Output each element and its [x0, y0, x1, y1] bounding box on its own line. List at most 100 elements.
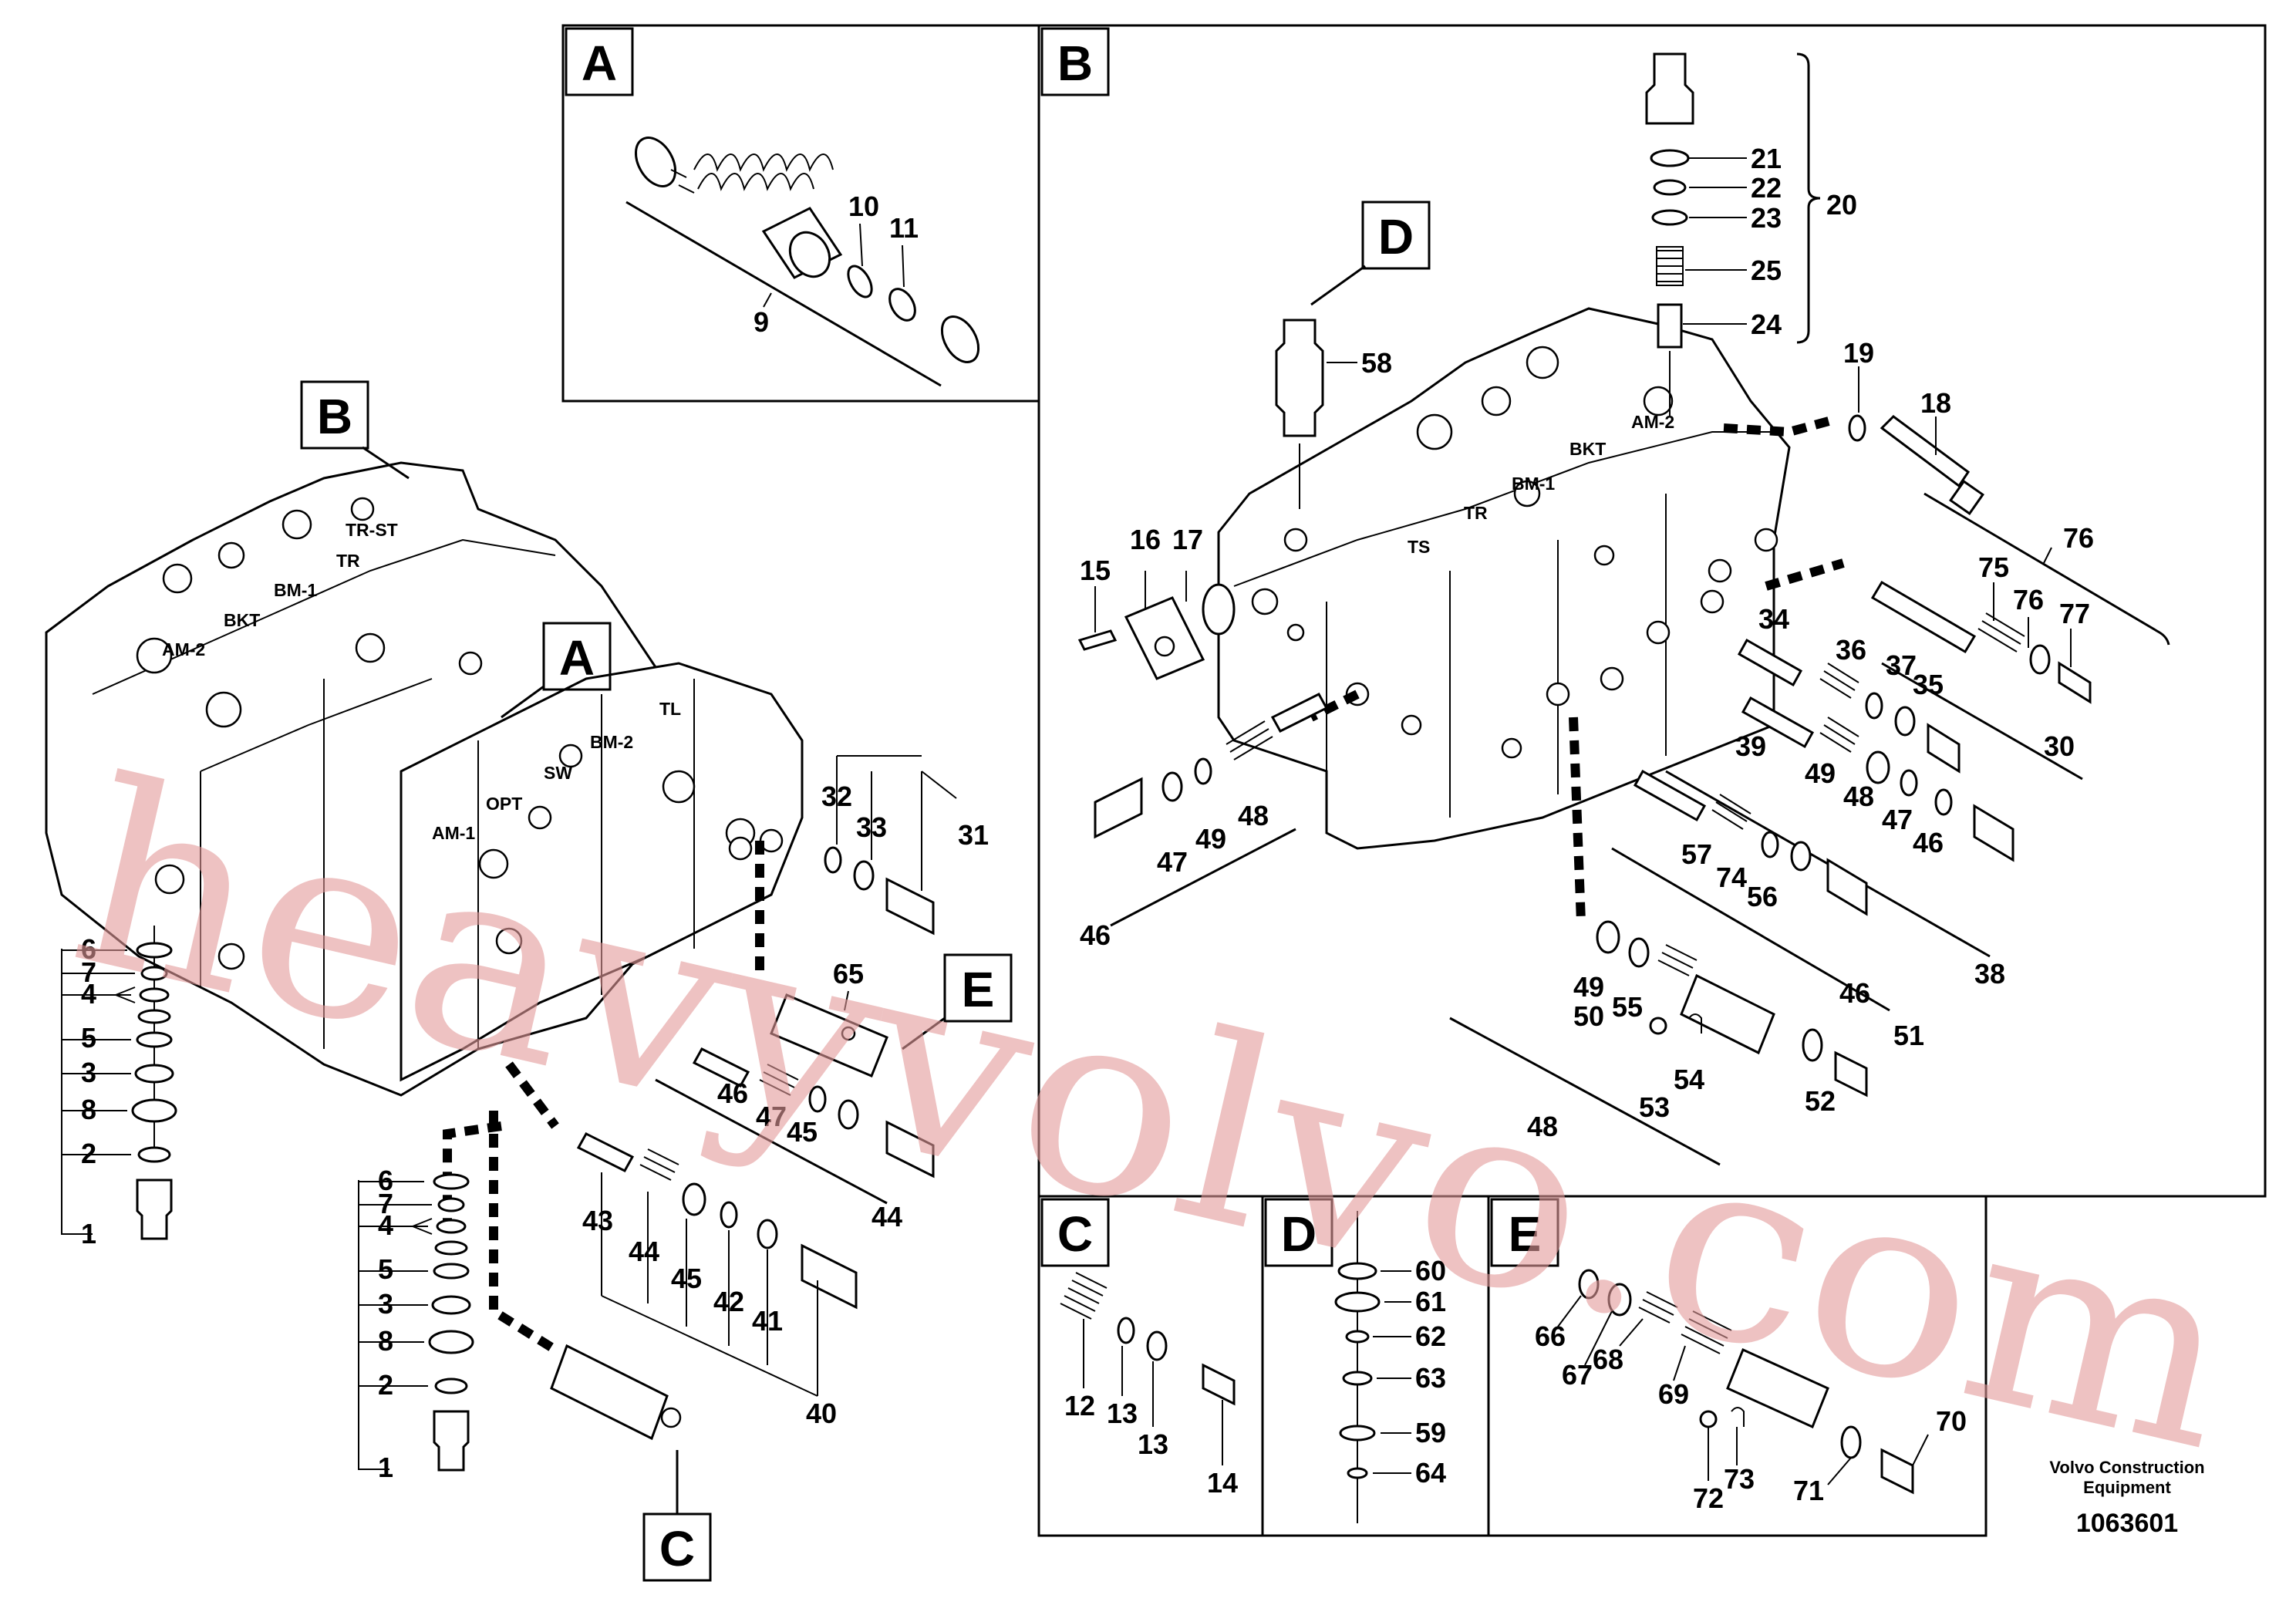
svg-text:45: 45: [787, 1116, 818, 1148]
svg-text:44: 44: [872, 1201, 902, 1233]
svg-text:TR: TR: [336, 551, 360, 571]
svg-text:18: 18: [1920, 387, 1951, 419]
svg-text:2: 2: [378, 1369, 393, 1401]
svg-text:49: 49: [1573, 971, 1604, 1003]
svg-text:9: 9: [754, 306, 769, 338]
spring-icon: [1656, 246, 1684, 286]
svg-text:5: 5: [378, 1253, 393, 1285]
svg-text:67: 67: [1562, 1359, 1593, 1391]
main-valve-block: TR-ST TR BM-1 BKT AM-2 TL BM-2 SW OPT AM…: [45, 461, 804, 1097]
svg-text:45: 45: [671, 1263, 702, 1294]
svg-text:D: D: [1378, 209, 1414, 265]
panel-e-frame: [1487, 1195, 1988, 1537]
svg-text:31: 31: [958, 819, 989, 851]
svg-text:37: 37: [1886, 649, 1917, 681]
svg-text:44: 44: [629, 1236, 659, 1267]
svg-text:46: 46: [1080, 919, 1111, 951]
spring-icon: [1819, 717, 1859, 753]
svg-text:8: 8: [378, 1325, 393, 1357]
svg-text:68: 68: [1593, 1344, 1623, 1375]
svg-text:BKT: BKT: [1569, 439, 1606, 459]
panel-b-cover: 15 16 17: [1077, 524, 1236, 680]
panel-d-parts: 60 61 62 63 59 64: [1334, 1211, 1446, 1523]
svg-text:BM-2: BM-2: [590, 732, 633, 752]
svg-text:4: 4: [378, 1209, 393, 1241]
svg-text:40: 40: [806, 1398, 837, 1429]
svg-text:B: B: [317, 389, 352, 444]
svg-text:6: 6: [81, 933, 96, 965]
svg-text:22: 22: [1751, 172, 1782, 204]
panel-b-callout-d: D 58: [1275, 201, 1431, 509]
svg-text:49: 49: [1195, 823, 1226, 855]
svg-text:73: 73: [1724, 1463, 1755, 1495]
spring-icon: [1711, 794, 1752, 830]
panel-letter-b: B: [1040, 27, 1110, 96]
svg-text:76: 76: [2013, 584, 2044, 615]
svg-text:72: 72: [1693, 1482, 1724, 1514]
svg-text:2: 2: [81, 1138, 96, 1169]
svg-text:54: 54: [1674, 1064, 1704, 1095]
spring-icon: [693, 153, 834, 191]
svg-text:49: 49: [1805, 757, 1836, 789]
svg-text:D: D: [1281, 1206, 1317, 1262]
svg-text:19: 19: [1843, 337, 1874, 369]
svg-text:70: 70: [1936, 1405, 1967, 1437]
svg-text:8: 8: [81, 1094, 96, 1125]
svg-text:E: E: [1509, 1206, 1542, 1262]
svg-text:12: 12: [1064, 1390, 1095, 1421]
svg-text:E: E: [962, 962, 995, 1017]
main-spool-46: 46 47 45 44: [655, 1047, 935, 1233]
svg-text:53: 53: [1639, 1091, 1670, 1123]
svg-text:16: 16: [1130, 524, 1161, 555]
main-relief-c: [489, 1111, 682, 1441]
svg-text:TS: TS: [1408, 537, 1430, 557]
svg-text:33: 33: [856, 811, 887, 843]
main-block-holes: [136, 497, 784, 970]
svg-text:46: 46: [1913, 827, 1944, 858]
svg-text:41: 41: [752, 1305, 783, 1337]
panel-e-parts: 66 67 68 69 72 73 71 70: [1535, 1269, 1967, 1514]
svg-text:BM-1: BM-1: [1512, 474, 1555, 494]
svg-text:1: 1: [81, 1218, 96, 1249]
svg-text:17: 17: [1172, 524, 1203, 555]
svg-text:75: 75: [1978, 551, 2009, 583]
panel-letter-a: A: [565, 27, 634, 96]
svg-text:3: 3: [378, 1288, 393, 1320]
svg-text:55: 55: [1612, 991, 1643, 1023]
svg-text:10: 10: [848, 191, 879, 222]
svg-text:BM-1: BM-1: [274, 580, 317, 600]
spring-icon: [1657, 944, 1698, 976]
svg-text:47: 47: [1157, 846, 1188, 878]
main-callout-a: A: [501, 622, 612, 719]
svg-text:51: 51: [1893, 1020, 1924, 1051]
spring-icon: [1977, 612, 2025, 653]
svg-text:71: 71: [1793, 1475, 1824, 1506]
svg-text:48: 48: [1527, 1111, 1558, 1142]
svg-text:52: 52: [1805, 1085, 1836, 1117]
main-right-stack: 6 7 4 5 3 8 2 1: [358, 1121, 502, 1483]
panel-b-bottom-assembly: 49 50 55 54 53 52 51 48: [1449, 717, 1924, 1166]
svg-text:TL: TL: [659, 699, 681, 719]
svg-text:13: 13: [1138, 1428, 1168, 1460]
svg-text:1: 1: [378, 1452, 393, 1483]
svg-text:Equipment: Equipment: [2083, 1478, 2171, 1497]
svg-text:61: 61: [1415, 1286, 1446, 1317]
svg-text:34: 34: [1758, 603, 1789, 635]
svg-text:TR-ST: TR-ST: [346, 520, 398, 540]
panel-b-middle-spools: 39 49 48 47 46 38: [1665, 696, 2014, 990]
panel-b-bolt: 19 18 76: [1723, 337, 2170, 646]
svg-text:42: 42: [713, 1286, 744, 1317]
spring-icon: [639, 1148, 679, 1181]
svg-text:63: 63: [1415, 1362, 1446, 1394]
panel-letter-d: D: [1264, 1198, 1333, 1267]
svg-text:5: 5: [81, 1022, 96, 1054]
svg-text:69: 69: [1658, 1378, 1689, 1410]
svg-text:46: 46: [717, 1077, 748, 1109]
svg-text:OPT: OPT: [486, 794, 522, 814]
svg-text:50: 50: [1573, 1000, 1604, 1032]
panel-letter-e: E: [1490, 1198, 1559, 1267]
svg-text:13: 13: [1107, 1398, 1138, 1429]
svg-text:30: 30: [2044, 730, 2075, 762]
main-spool-31: 32 33 31: [821, 755, 989, 936]
svg-text:B: B: [1057, 35, 1093, 91]
